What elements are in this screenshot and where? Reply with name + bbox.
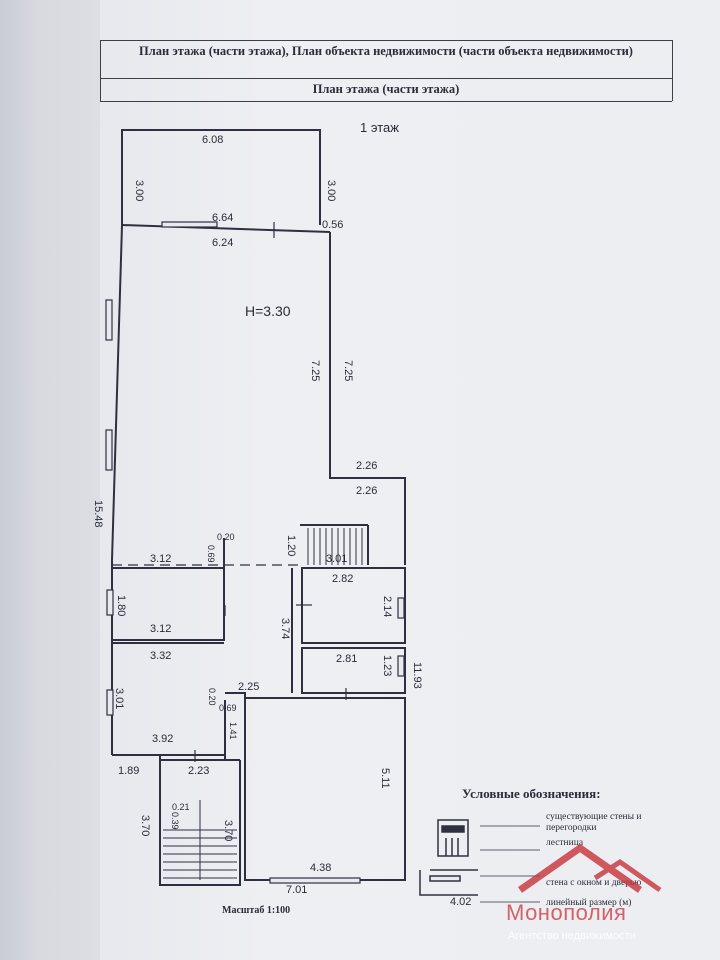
frame-left	[100, 40, 101, 101]
dim-370b: 3.70	[222, 820, 234, 841]
wall-hall-top	[121, 224, 331, 233]
dim-123: 1.23	[381, 655, 393, 676]
dim-370a: 3.70	[139, 815, 151, 836]
dim-180: 1.80	[115, 595, 127, 616]
frame-line-1	[100, 78, 672, 79]
document-page	[70, 0, 720, 960]
dim-189: 1.89	[118, 765, 139, 777]
floor-label: 1 этаж	[360, 120, 399, 135]
dim-020a: 0.20	[217, 532, 235, 542]
dim-1548: 15.48	[92, 500, 104, 528]
dim-725a: 7.25	[309, 360, 321, 381]
dim-120: 1.20	[285, 535, 297, 556]
frame-right	[672, 40, 673, 101]
header-title-main: План этажа (части этажа), План объекта н…	[139, 44, 633, 58]
dim-402: 4.02	[450, 896, 471, 908]
frame-top	[100, 40, 672, 41]
dim-069b: 0.69	[219, 703, 237, 713]
dim-511: 5.11	[379, 768, 391, 789]
dim-608: 6.08	[202, 134, 223, 146]
legend-item-linear-dim: линейный размер (м)	[546, 898, 632, 908]
dim-438: 4.38	[310, 862, 331, 874]
dim-301a: 3.01	[326, 553, 347, 565]
legend-symbols	[419, 819, 478, 896]
dim-701: 7.01	[286, 884, 307, 896]
dim-624: 6.24	[212, 237, 233, 249]
dim-020b: 0.20	[207, 688, 217, 706]
dim-312a: 3.12	[150, 553, 171, 565]
wall-hall-left	[111, 224, 123, 755]
header-title-sub: План этажа (части этажа)	[312, 82, 460, 96]
dim-664: 6.64	[212, 212, 233, 224]
dim-281: 2.81	[336, 653, 357, 665]
legend-title: Условные обозначения:	[462, 786, 601, 801]
room-large-lower	[244, 697, 406, 881]
watermark-subtitle: Агентство недвижимости	[508, 930, 636, 942]
legend-item-window-door: стена с окном и дверью	[546, 878, 642, 888]
dim-332: 3.32	[150, 650, 171, 662]
dim-069a: 0.69	[206, 545, 216, 563]
dim-039: 0.39	[170, 812, 180, 830]
dim-312b: 3.12	[150, 623, 171, 635]
dim-226b: 2.26	[356, 485, 377, 497]
frame-line-2	[100, 101, 672, 102]
dim-214: 2.14	[381, 596, 393, 617]
dim-392: 3.92	[152, 733, 173, 745]
dim-225: 2.25	[238, 681, 259, 693]
dim-021: 0.21	[172, 802, 190, 812]
dim-300a: 3.00	[133, 180, 145, 201]
legend-item-stairs: лестница	[546, 838, 584, 848]
dim-300b: 3.00	[325, 180, 337, 201]
legend-item-walls: существующие стены и перегородки	[546, 812, 642, 833]
scale-label: Масштаб 1:100	[222, 905, 291, 916]
dim-725b: 7.25	[342, 360, 354, 381]
dim-301b: 3.01	[113, 688, 125, 709]
dim-141: 1.41	[228, 722, 238, 740]
dim-282: 2.82	[332, 573, 353, 585]
wall-hall-right	[329, 232, 406, 565]
dim-374: 3.74	[279, 618, 291, 639]
watermark-logo-icon	[517, 843, 662, 893]
dim-1193: 11.93	[411, 662, 423, 689]
binder-margin	[0, 0, 100, 960]
dim-056: 0.56	[322, 219, 343, 231]
dim-226a: 2.26	[356, 460, 377, 472]
watermark-name: Монополия	[506, 900, 627, 925]
stairs-lower	[163, 800, 237, 880]
room-right-2	[301, 647, 406, 694]
dim-223: 2.23	[188, 765, 209, 777]
height-label: H=3.30	[245, 303, 291, 319]
stairs-upper	[307, 528, 363, 565]
wall-terrace	[121, 129, 321, 225]
